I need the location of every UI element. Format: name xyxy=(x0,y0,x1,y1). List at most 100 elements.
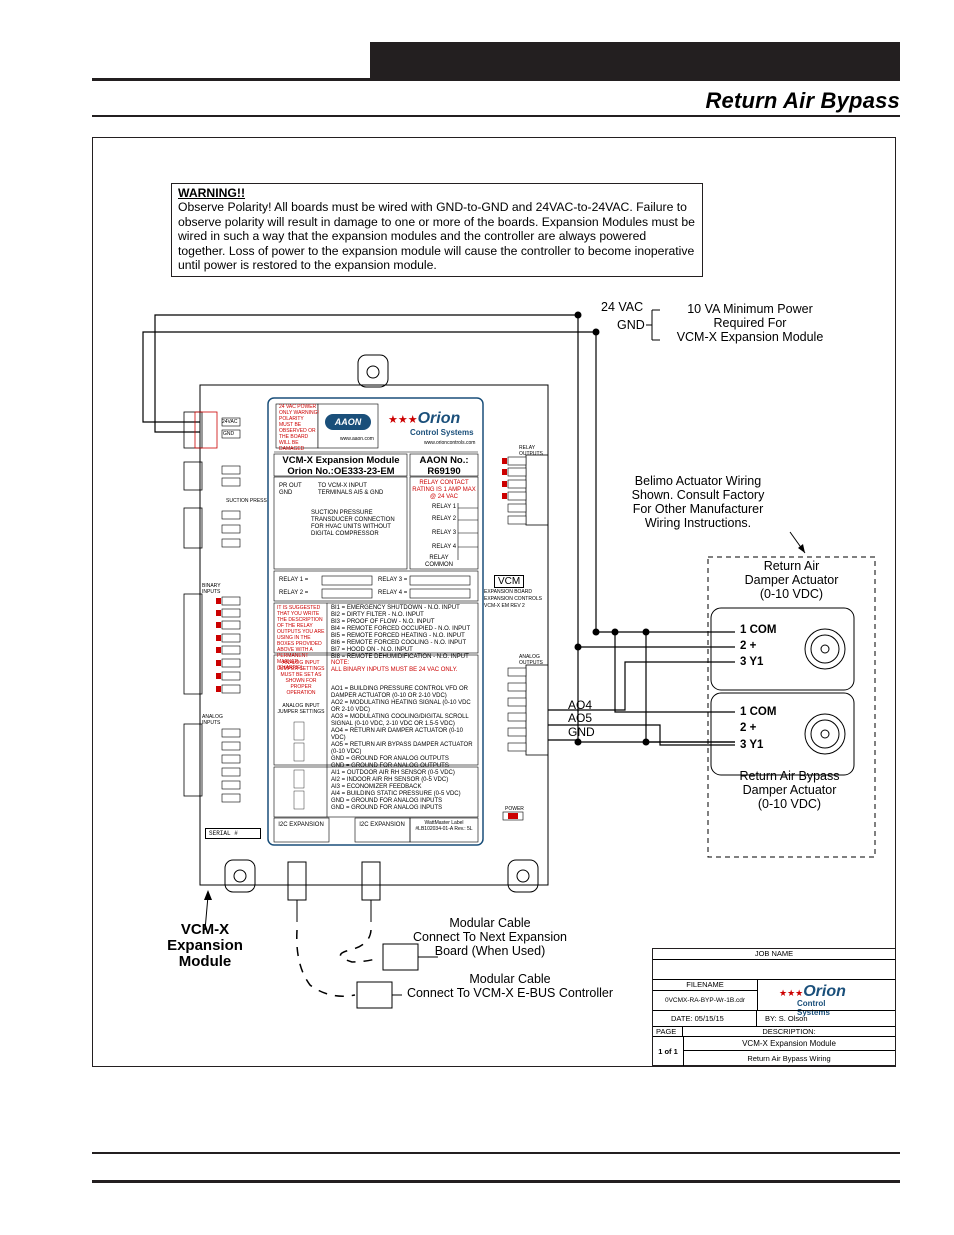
aaon-url: www.aaon.com xyxy=(340,436,374,442)
power-note-line: Required For xyxy=(713,316,787,330)
analog-input-item: AI3 = ECONOMIZER FEEDBACK xyxy=(331,784,422,790)
belimo-note-line: Belimo Actuator Wiring xyxy=(634,474,762,488)
actuator-title-line: (0-10 VDC) xyxy=(757,797,822,811)
analog-output-item: AO1 = BUILDING PRESSURE CONTROL VFD OR D… xyxy=(331,686,468,699)
power-note: 10 VA Minimum Power Required For VCM-X E… xyxy=(665,302,835,344)
cable-label-line: Connect To Next Expansion xyxy=(412,930,568,944)
aaon-logo: AAON xyxy=(325,414,371,430)
power-gnd-label: GND xyxy=(617,318,645,332)
cable1-label: Modular Cable Connect To Next Expansion … xyxy=(395,916,585,958)
description-line1: VCM-X Expansion Module xyxy=(683,1036,895,1051)
relay-rating: RELAY CONTACT RATING IS 1 AMP MAX @ 24 V… xyxy=(412,480,476,500)
power-note-line: 10 VA Minimum Power xyxy=(687,302,813,316)
ao5-label: AO5 xyxy=(568,711,593,725)
terminal-gnd: GND xyxy=(223,431,235,437)
analog-output-item: AO3 = MODULATING COOLING/DIGITAL SCROLL … xyxy=(331,714,469,727)
by-value: BY: S. Olson xyxy=(757,1010,895,1026)
binary-input-item: BI3 = PROOF OF FLOW - N.O. INPUT xyxy=(331,619,435,625)
filename-value: 0VCMX-RA-BYP-Wr-1B.cdr xyxy=(653,990,758,1011)
power-note-line: VCM-X Expansion Module xyxy=(676,330,824,344)
analog-output-item: GND = GROUND FOR ANALOG OUTPUTS xyxy=(331,763,449,769)
jumper-title: ANALOG INPUT JUMPER SETTINGS xyxy=(277,703,325,715)
orion-logo-small-text: Orion xyxy=(803,983,846,1000)
binary-input-list: BI1 = EMERGENCY SHUTDOWN - N.O. INPUT BI… xyxy=(331,605,477,661)
description-label: DESCRIPTION: xyxy=(683,1026,895,1037)
gnd-label: GND xyxy=(568,725,595,739)
date-value: DATE: 05/15/15 xyxy=(653,1010,757,1026)
binary-input-item: BI8 = REMOTE DEHUMIDIFICATION - N.O. INP… xyxy=(331,654,469,660)
orion-logo-small-sub: Control Systems xyxy=(797,999,830,1017)
relay3-eq: RELAY 3 = xyxy=(378,577,408,583)
warning-heading: WARNING!! xyxy=(178,186,246,200)
filename-label: FILENAME xyxy=(653,979,758,990)
cable-label-line: Modular Cable xyxy=(469,972,551,986)
warning-box: WARNING!! Observe Polarity! All boards m… xyxy=(171,183,703,277)
module-name-line: Orion No.:OE333-23-EM xyxy=(287,466,395,477)
binary-input-item: BI4 = REMOTE FORCED OCCUPIED - N.O. INPU… xyxy=(331,626,471,632)
orion-url: www.orioncontrols.com xyxy=(424,440,476,446)
binary-input-note-line: ALL BINARY INPUTS MUST BE 24 VAC ONLY. xyxy=(331,667,458,673)
power-header: POWER xyxy=(505,806,524,812)
analog-output-item: AO5 = RETURN AIR BYPASS DAMPER ACTUATOR … xyxy=(331,742,473,755)
i2c-expansion-2: I2C EXPANSION xyxy=(359,822,405,828)
actuator-title-line: Return Air xyxy=(763,559,820,573)
cable-label-line: Modular Cable xyxy=(449,916,531,930)
orion-logo-text: Orion xyxy=(417,410,461,427)
analog-input-list: AI1 = OUTDOOR AIR RH SENSOR (0-5 VDC) AI… xyxy=(331,770,477,812)
expansion-board-label: EXPANSION BOARD xyxy=(484,589,532,595)
module-polarity-warning: 24 VAC POWER ONLY WARNING! POLARITY MUST… xyxy=(279,404,319,452)
header-rule xyxy=(92,78,900,81)
vcm-label: VCM xyxy=(494,575,525,588)
pr-note: TO VCM-X INPUT TERMINALS AI5 & GND xyxy=(318,483,384,496)
belimo-note-line: Wiring Instructions. xyxy=(644,516,752,530)
module-label-line: Expansion xyxy=(167,937,243,954)
binary-input-note-line: NOTE: xyxy=(331,660,350,666)
star-icon: ★★★ xyxy=(388,414,418,426)
module-name-line: VCM-X Expansion Module xyxy=(282,455,400,466)
aaon-number-line: R69190 xyxy=(427,466,461,477)
pr-out-label: PR OUT xyxy=(279,483,302,489)
diagram-frame xyxy=(92,137,896,1067)
analog-inputs-header: ANALOG INPUTS xyxy=(202,714,223,726)
analog-input-item: AI1 = OUTDOOR AIR RH SENSOR (0-5 VDC) xyxy=(331,770,455,776)
orion-logo-sub: Control Systems xyxy=(410,428,474,437)
orion-logo-small: ★★★Orion Control Systems xyxy=(779,983,846,1017)
actuator1-terminal-y1: 3 Y1 xyxy=(740,656,764,668)
cable-label-line: Board (When Used) xyxy=(434,944,546,958)
analog-output-item: AO4 = RETURN AIR DAMPER ACTUATOR (0-10 V… xyxy=(331,728,463,741)
page-value: 1 of 1 xyxy=(653,1036,684,1066)
binary-input-item: BI1 = EMERGENCY SHUTDOWN - N.O. INPUT xyxy=(331,605,460,611)
relay-common: RELAY COMMON xyxy=(425,555,453,568)
analog-outputs-header: ANALOG OUTPUTS xyxy=(519,654,543,666)
relay2-eq: RELAY 2 = xyxy=(279,590,309,596)
analog-output-list: AO1 = BUILDING PRESSURE CONTROL VFD OR D… xyxy=(331,686,477,770)
module-label: VCM-X Expansion Module xyxy=(150,922,260,970)
suction-press-header: SUCTION PRESS xyxy=(226,498,267,504)
suggest-note: IT IS SUGGESTED THAT YOU WRITE THE DESCR… xyxy=(277,605,325,671)
warning-body: Observe Polarity! All boards must be wir… xyxy=(178,200,695,273)
analog-input-item: GND = GROUND FOR ANALOG INPUTS xyxy=(331,798,443,804)
cable2-label: Modular Cable Connect To VCM-X E-BUS Con… xyxy=(395,972,625,1000)
actuator2-title: Return Air Bypass Damper Actuator (0-10 … xyxy=(718,769,861,811)
analog-output-item: AO2 = MODULATING HEATING SIGNAL (0-10 VD… xyxy=(331,700,471,713)
page-label: PAGE xyxy=(653,1026,683,1036)
belimo-note: Belimo Actuator Wiring Shown. Consult Fa… xyxy=(618,474,778,530)
actuator-title-line: (0-10 VDC) xyxy=(759,587,824,601)
relay-outputs-header: RELAY OUTPUTS xyxy=(519,445,543,457)
star-icon: ★★★ xyxy=(779,988,804,998)
pr-gnd-label: GND xyxy=(279,490,293,496)
binary-input-item: BI5 = REMOTE FORCED HEATING - N.O. INPUT xyxy=(331,633,465,639)
module-name: VCM-X Expansion Module Orion No.:OE333-2… xyxy=(276,455,406,477)
title-block: JOB NAME FILENAME 0VCMX-RA-BYP-Wr-1B.cdr… xyxy=(652,948,896,1066)
module-label-line: Module xyxy=(178,953,232,970)
description-line2: Return Air Bypass Wiring xyxy=(683,1050,895,1066)
power-24vac-label: 24 VAC xyxy=(601,300,644,314)
actuator-title-line: Return Air Bypass xyxy=(739,769,840,783)
relay4-eq: RELAY 4 = xyxy=(378,590,408,596)
actuator1-terminal-plus: 2 + xyxy=(740,640,757,652)
header-bar xyxy=(370,42,900,80)
analog-jumper-note: ANALOG INPUT JUMPER SETTINGS MUST BE SET… xyxy=(277,660,325,696)
analog-output-item: GND = GROUND FOR ANALOG OUTPUTS xyxy=(331,756,449,762)
footer-rule-thin xyxy=(92,1152,900,1154)
relay3-label: RELAY 3 xyxy=(432,530,457,536)
